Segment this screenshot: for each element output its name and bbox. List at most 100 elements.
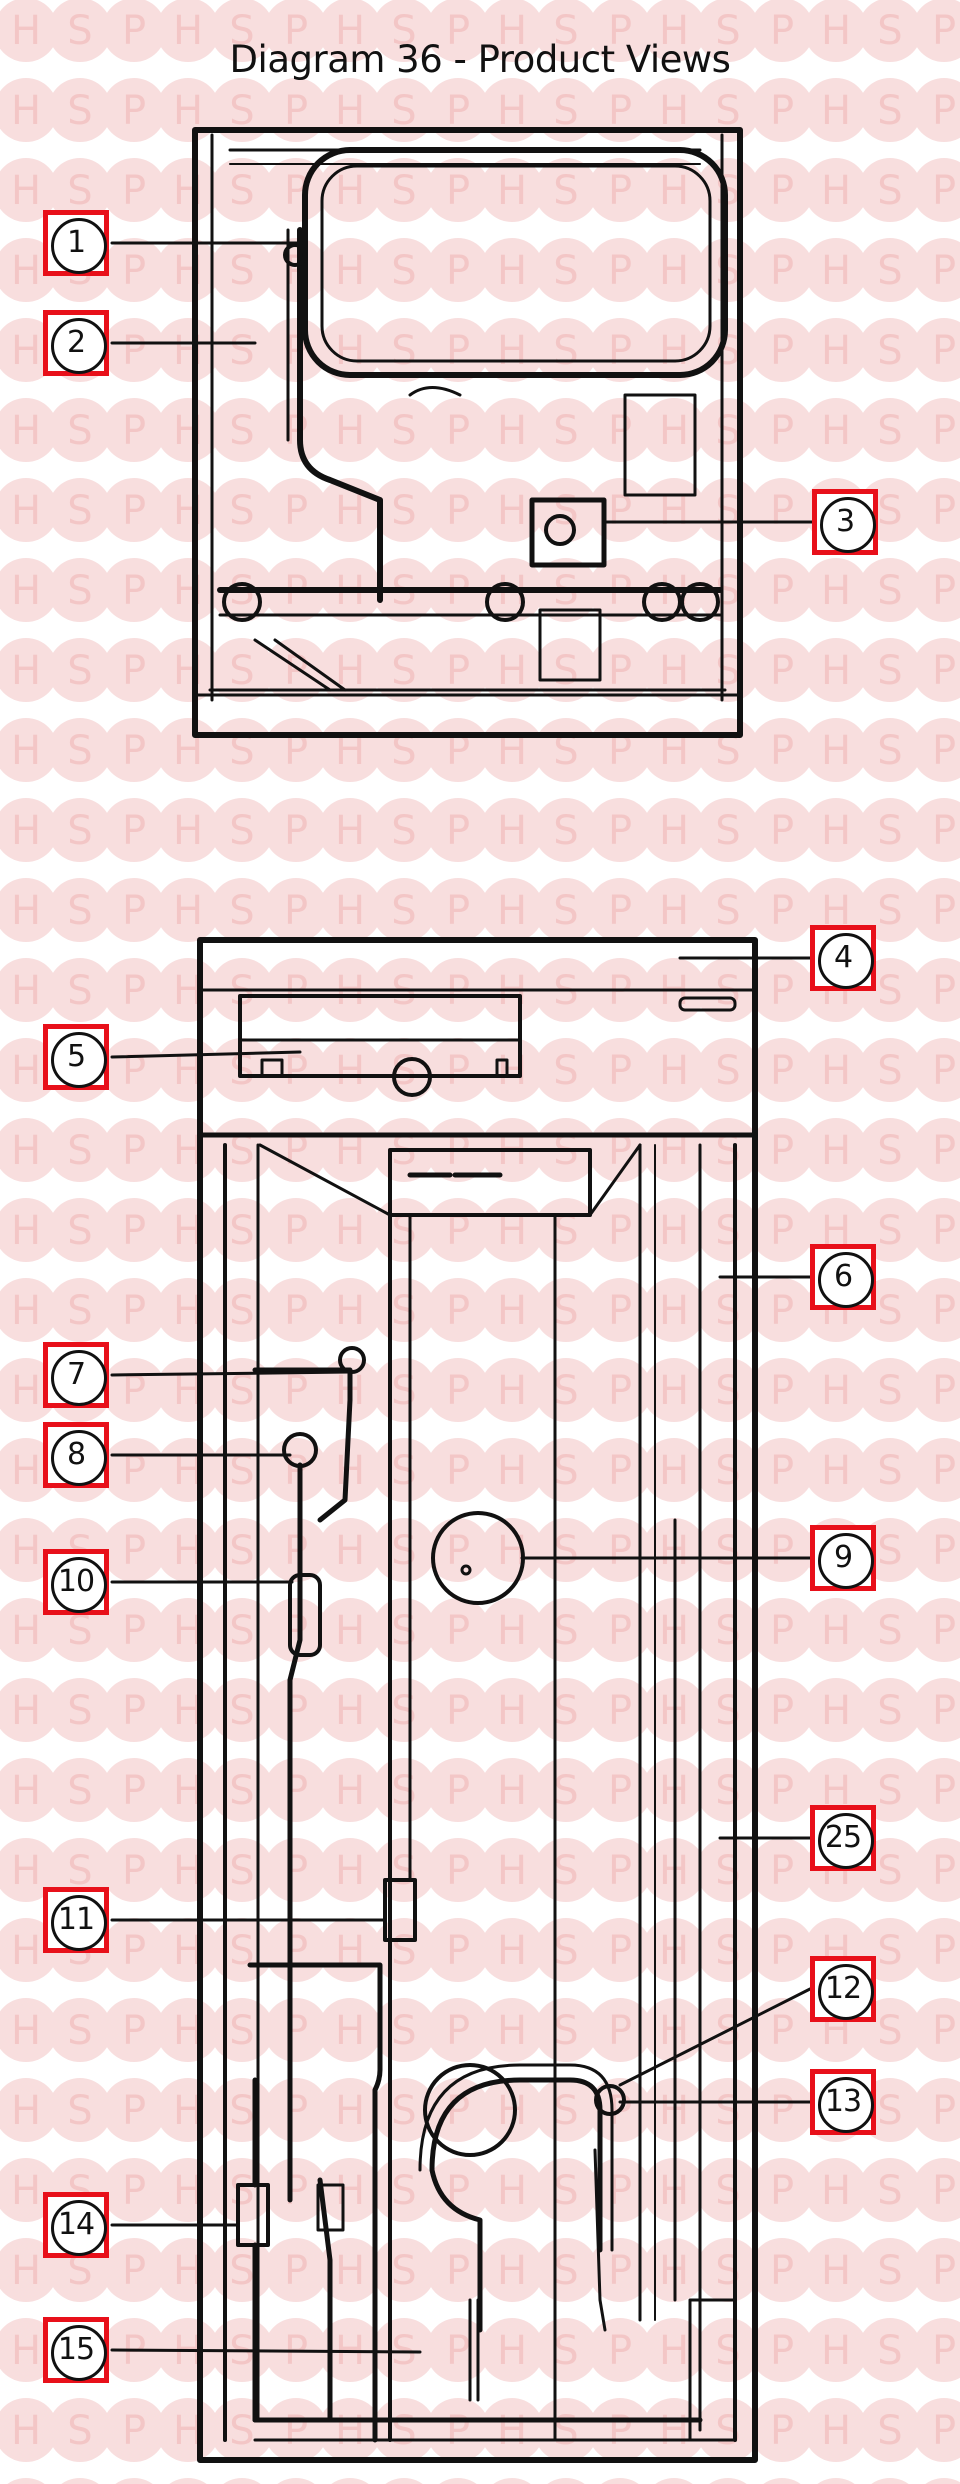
watermark-letter: H bbox=[335, 1448, 365, 1494]
watermark-letter: S bbox=[553, 1928, 578, 1974]
watermark-circle bbox=[264, 238, 328, 302]
watermark-letter: H bbox=[11, 1128, 41, 1174]
watermark-letter: H bbox=[821, 248, 851, 294]
watermark-letter: P bbox=[932, 808, 956, 854]
callout-2[interactable]: 2 bbox=[43, 310, 109, 376]
watermark-circle bbox=[534, 1278, 598, 1342]
watermark-circle bbox=[223, 2478, 261, 2484]
callout-5[interactable]: 5 bbox=[43, 1024, 109, 1090]
watermark-circle bbox=[912, 318, 960, 382]
watermark-letter: P bbox=[932, 1048, 956, 1094]
watermark-circle bbox=[264, 1678, 328, 1742]
watermark-circle bbox=[372, 478, 436, 542]
watermark-letter: H bbox=[11, 2168, 41, 2214]
callout-7[interactable]: 7 bbox=[43, 1342, 109, 1408]
callout-10[interactable]: 10 bbox=[43, 1549, 109, 1615]
watermark-circle bbox=[925, 2478, 960, 2484]
watermark-circle bbox=[912, 398, 960, 462]
watermark-letter: P bbox=[770, 1288, 794, 1334]
watermark-circle bbox=[48, 478, 112, 542]
watermark-circle bbox=[210, 238, 274, 302]
watermark-letter: S bbox=[67, 968, 92, 1014]
watermark-circle bbox=[696, 798, 760, 862]
watermark-letter: P bbox=[122, 968, 146, 1014]
watermark-circle bbox=[696, 1678, 760, 1742]
callout-6[interactable]: 6 bbox=[810, 1244, 876, 1310]
watermark-letter: P bbox=[932, 1528, 956, 1574]
watermark-letter: H bbox=[821, 168, 851, 214]
watermark-circle bbox=[48, 1118, 112, 1182]
callout-13[interactable]: 13 bbox=[810, 2069, 876, 2135]
watermark-circle bbox=[912, 638, 960, 702]
watermark-letter: H bbox=[11, 2008, 41, 2054]
watermark-circle bbox=[817, 2478, 855, 2484]
watermark-circle bbox=[48, 638, 112, 702]
callout-25[interactable]: 25 bbox=[810, 1805, 876, 1871]
watermark-letter: P bbox=[932, 2328, 956, 2374]
top-product-view bbox=[192, 127, 743, 738]
watermark-circle bbox=[264, 1598, 328, 1662]
watermark-circle bbox=[588, 2158, 652, 2222]
watermark-letter: H bbox=[335, 2008, 365, 2054]
watermark-letter: P bbox=[770, 1528, 794, 1574]
callout-1[interactable]: 1 bbox=[43, 210, 109, 276]
watermark-letter: P bbox=[446, 808, 470, 854]
watermark-letter: S bbox=[229, 248, 254, 294]
watermark-letter: S bbox=[391, 1848, 416, 1894]
callout-9[interactable]: 9 bbox=[810, 1525, 876, 1591]
watermark-circle bbox=[750, 1998, 814, 2062]
callout-ring bbox=[51, 1350, 107, 1406]
watermark-letter: P bbox=[932, 1128, 956, 1174]
watermark-letter: H bbox=[335, 328, 365, 374]
watermark-circle bbox=[102, 1678, 166, 1742]
watermark-circle bbox=[264, 0, 328, 62]
watermark-letter: H bbox=[497, 168, 527, 214]
callout-15[interactable]: 15 bbox=[43, 2317, 109, 2383]
watermark-circle bbox=[426, 2238, 490, 2302]
watermark-letter: H bbox=[11, 2328, 41, 2374]
watermark-circle bbox=[696, 1438, 760, 1502]
watermark-circle bbox=[372, 318, 436, 382]
callout-ring bbox=[51, 1895, 107, 1951]
callout-14[interactable]: 14 bbox=[43, 2192, 109, 2258]
watermark-letter: S bbox=[877, 1128, 902, 1174]
watermark-circle bbox=[48, 958, 112, 1022]
watermark-circle bbox=[750, 798, 814, 862]
watermark-circle bbox=[210, 158, 274, 222]
watermark-circle bbox=[318, 1758, 382, 1822]
watermark-circle bbox=[804, 398, 868, 462]
watermark-circle bbox=[426, 398, 490, 462]
watermark-circle bbox=[0, 2398, 58, 2462]
watermark-letter: P bbox=[770, 568, 794, 614]
watermark-letter: H bbox=[11, 568, 41, 614]
watermark-circle bbox=[156, 1998, 220, 2062]
watermark-letter: S bbox=[553, 88, 578, 134]
watermark-letter: P bbox=[770, 488, 794, 534]
watermark-circle bbox=[480, 638, 544, 702]
watermark-circle bbox=[264, 398, 328, 462]
watermark-letter: S bbox=[715, 488, 740, 534]
watermark-letter: P bbox=[770, 1848, 794, 1894]
watermark-letter: P bbox=[932, 408, 956, 454]
watermark-circle bbox=[696, 78, 760, 142]
watermark-letter: H bbox=[173, 8, 203, 54]
callout-8[interactable]: 8 bbox=[43, 1422, 109, 1488]
watermark-circle bbox=[480, 1918, 544, 1982]
watermark-circle bbox=[426, 1758, 490, 1822]
callout-12[interactable]: 12 bbox=[810, 1956, 876, 2022]
callout-ring bbox=[818, 2077, 874, 2133]
watermark-circle bbox=[480, 1598, 544, 1662]
callout-4[interactable]: 4 bbox=[810, 925, 876, 991]
watermark-circle bbox=[750, 398, 814, 462]
watermark-letter: H bbox=[173, 248, 203, 294]
watermark-circle bbox=[588, 2238, 652, 2302]
callout-3[interactable]: 3 bbox=[812, 489, 878, 555]
watermark-circle bbox=[534, 1678, 598, 1742]
watermark-circle bbox=[750, 1118, 814, 1182]
watermark-letter: H bbox=[335, 888, 365, 934]
watermark-letter: H bbox=[11, 168, 41, 214]
callout-11[interactable]: 11 bbox=[43, 1887, 109, 1953]
watermark-circle bbox=[804, 238, 868, 302]
watermark-circle bbox=[0, 1278, 58, 1342]
watermark-circle bbox=[102, 558, 166, 622]
